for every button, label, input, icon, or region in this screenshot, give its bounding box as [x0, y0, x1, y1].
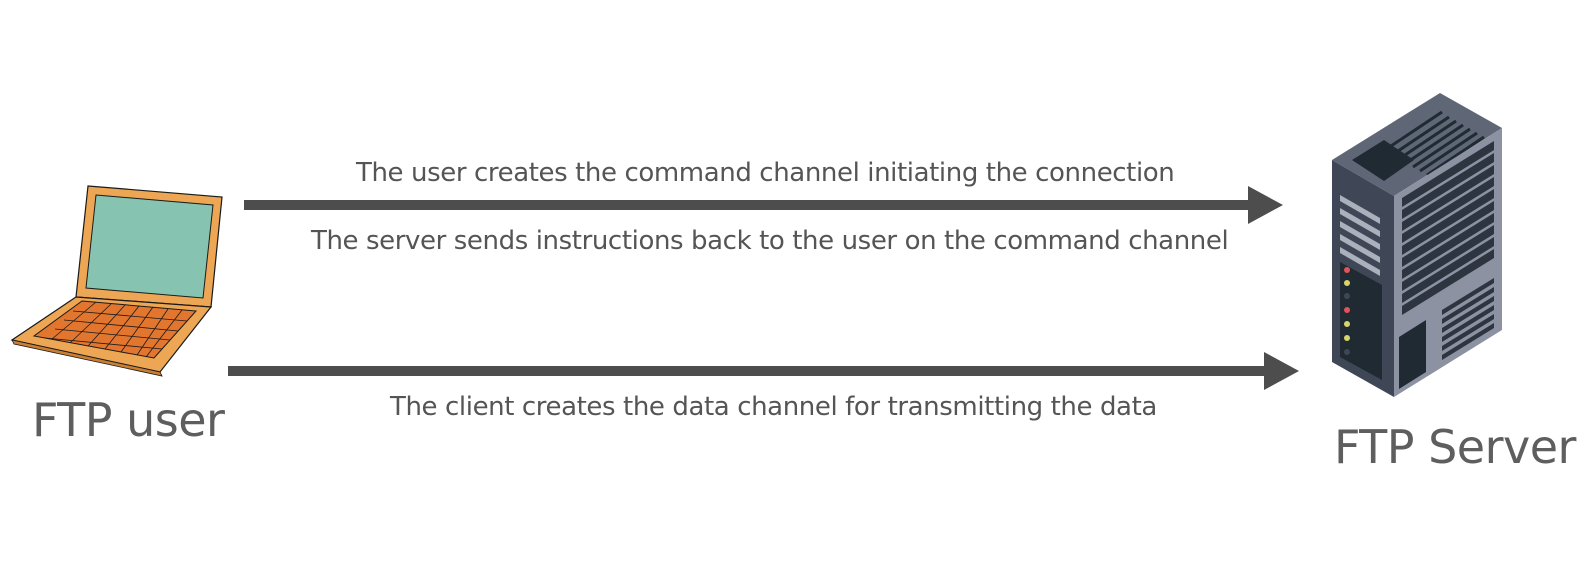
ftp-server-label: FTP Server — [1334, 420, 1576, 474]
data-channel-label: The client creates the data channel for … — [390, 392, 1157, 422]
command-channel-label-initiate: The user creates the command channel ini… — [356, 158, 1174, 188]
ftp-user-label: FTP user — [32, 393, 224, 447]
command-channel-label-instructions: The server sends instructions back to th… — [311, 226, 1228, 256]
